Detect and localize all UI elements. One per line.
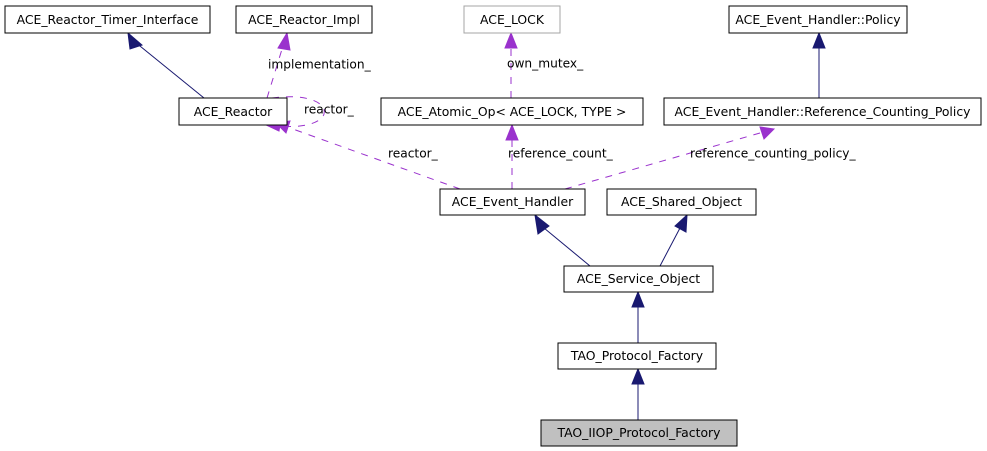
edge-reactor-inherits-timer-interface bbox=[127, 31, 205, 99]
edge-label-reactor-self: reactor_ bbox=[304, 103, 355, 117]
class-node-ace-event-handler[interactable]: ACE_Event_Handler bbox=[439, 188, 586, 216]
class-label-ace-atomic-op: ACE_Atomic_Op< ACE_LOCK, TYPE > bbox=[398, 104, 627, 119]
class-node-ace-shared-object[interactable]: ACE_Shared_Object bbox=[606, 188, 757, 216]
edge-label-reference-counting-policy: reference_counting_policy_ bbox=[690, 147, 856, 161]
class-node-ace-lock[interactable]: ACE_LOCK bbox=[463, 5, 561, 34]
edge-label-reference-count: reference_count_ bbox=[508, 147, 614, 161]
class-label-ace-event-handler: ACE_Event_Handler bbox=[452, 194, 574, 209]
class-node-ace-reactor-timer-interface[interactable]: ACE_Reactor_Timer_Interface bbox=[4, 5, 211, 34]
class-label-ace-event-handler-policy: ACE_Event_Handler::Policy bbox=[735, 12, 900, 27]
class-label-tao-iiop-protocol-factory: TAO_IIOP_Protocol_Factory bbox=[557, 425, 721, 440]
class-label-ace-reactor: ACE_Reactor bbox=[194, 104, 273, 119]
class-label-ace-reactor-timer-interface: ACE_Reactor_Timer_Interface bbox=[17, 12, 199, 27]
edge-eventhandler-reference-count bbox=[505, 123, 519, 189]
edge-protocolfactory-inherits-serviceobject bbox=[631, 290, 645, 343]
class-label-ace-shared-object: ACE_Shared_Object bbox=[621, 194, 742, 209]
class-label-ace-reactor-impl: ACE_Reactor_Impl bbox=[248, 12, 360, 27]
class-node-tao-protocol-factory[interactable]: TAO_Protocol_Factory bbox=[557, 342, 717, 370]
edge-reactor-implementation bbox=[266, 31, 291, 99]
edge-eventhandler-reference-counting-policy bbox=[564, 126, 776, 190]
class-label-tao-protocol-factory: TAO_Protocol_Factory bbox=[570, 348, 703, 363]
edge-atomicop-own-mutex bbox=[504, 31, 518, 98]
edge-refcountingpolicy-inherits-policy bbox=[812, 31, 826, 98]
edge-label-own-mutex: own_mutex_ bbox=[507, 57, 584, 71]
class-label-ace-lock: ACE_LOCK bbox=[480, 12, 545, 27]
class-label-ace-service-object: ACE_Service_Object bbox=[577, 271, 700, 286]
edge-iiopfactory-inherits-protocolfactory bbox=[631, 367, 645, 420]
edge-serviceobject-inherits-eventhandler bbox=[534, 213, 591, 267]
edge-label-implementation: implementation_ bbox=[268, 58, 372, 72]
class-node-ace-service-object[interactable]: ACE_Service_Object bbox=[563, 265, 714, 293]
edge-serviceobject-inherits-sharedobject bbox=[659, 213, 688, 267]
class-node-ace-reactor-impl[interactable]: ACE_Reactor_Impl bbox=[235, 5, 373, 34]
class-node-ace-reactor[interactable]: ACE_Reactor bbox=[178, 97, 288, 126]
class-node-ace-atomic-op[interactable]: ACE_Atomic_Op< ACE_LOCK, TYPE > bbox=[380, 97, 644, 126]
class-node-ace-event-handler-policy[interactable]: ACE_Event_Handler::Policy bbox=[728, 5, 908, 34]
class-label-ace-event-handler-reference-counting-policy: ACE_Event_Handler::Reference_Counting_Po… bbox=[675, 104, 971, 119]
edge-label-reactor: reactor_ bbox=[388, 147, 439, 161]
class-node-ace-event-handler-reference-counting-policy[interactable]: ACE_Event_Handler::Reference_Counting_Po… bbox=[663, 97, 982, 126]
class-node-tao-iiop-protocol-factory[interactable]: TAO_IIOP_Protocol_Factory bbox=[540, 419, 738, 447]
